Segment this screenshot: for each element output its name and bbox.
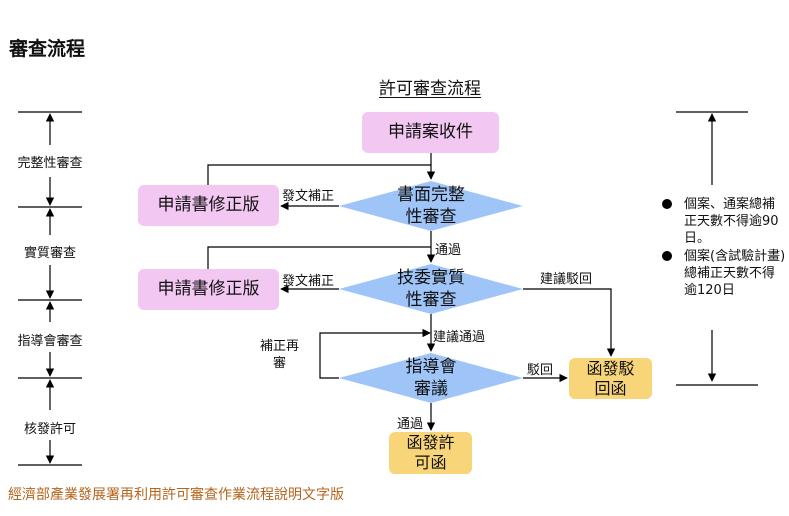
stage-permit: 核發許可 [23, 422, 76, 437]
page-heading: 審查流程 [9, 38, 86, 60]
stage-substantive: 實質審查 [23, 246, 76, 261]
footer-link[interactable]: 經濟部產業發展署再利用許可審查作業流程說明文字版 [8, 487, 344, 503]
edge-label-re-review: 補正再 審 [260, 339, 300, 371]
note-item: 個案、通案總補正天數不得逾90日。 [660, 196, 786, 247]
revised-application-box-2: 申請書修正版 [138, 269, 279, 310]
note-item: 個案(含試驗計畫)總補正天數不得逾120日 [660, 248, 786, 299]
bullet-icon [662, 251, 672, 261]
edge-label-supplement-1: 發文補正 [282, 189, 335, 204]
edge-label-suggest-reject: 建議駁回 [540, 272, 593, 287]
guide-review-label: 指導會 審議 [405, 356, 457, 399]
doc-review-diamond [339, 181, 523, 231]
stage-scale [18, 111, 82, 466]
apply-received-box: 申請案收件 [362, 112, 499, 153]
permit-letter-box: 函發許 可函 [389, 432, 472, 474]
revised-application-box-1: 申請書修正版 [138, 185, 279, 226]
notes-scale [676, 111, 758, 386]
doc-review-label: 書面完整 性審查 [397, 184, 465, 227]
reject-letter-box: 函發駁 回函 [569, 358, 652, 399]
flow-title: 許可審查流程 [379, 79, 481, 99]
stage-completeness: 完整性審查 [17, 156, 83, 171]
notes-list: 個案、通案總補正天數不得逾90日。 個案(含試驗計畫)總補正天數不得逾120日 [660, 196, 786, 300]
edge-label-reject: 駁回 [527, 363, 554, 378]
note-text: 個案(含試驗計畫)總補正天數不得逾120日 [684, 249, 786, 298]
guide-review-diamond [339, 353, 523, 403]
edge-label-suggest-pass: 建議通過 [433, 330, 486, 345]
tech-review-diamond [339, 264, 523, 314]
stage-guidance: 指導會審查 [17, 334, 83, 349]
edge-label-supplement-2: 發文補正 [282, 274, 335, 289]
bullet-icon [662, 199, 672, 209]
edge-label-pass-2: 通過 [397, 417, 424, 432]
note-text: 個案、通案總補正天數不得逾90日。 [684, 197, 779, 246]
edge-label-pass-1: 通過 [435, 243, 462, 258]
tech-review-label: 技委實質 性審查 [397, 267, 465, 310]
